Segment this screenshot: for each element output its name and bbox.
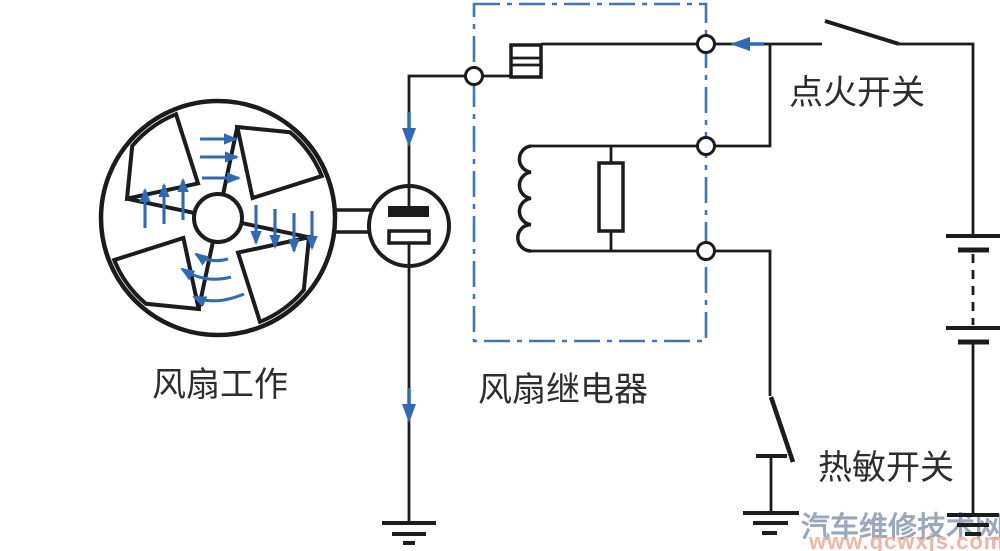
ground-symbol-motor: [382, 521, 436, 545]
relay-coil-symbol: [516, 144, 532, 253]
current-flow-arrows: [402, 37, 764, 423]
label-fan-relay: 风扇继电器: [478, 371, 648, 409]
watermark-site-url: www.qcwxjs.com: [809, 529, 1000, 551]
current-arrow-motor-to-ground: [402, 388, 416, 423]
relay-enclosure-box: [472, 2, 708, 343]
label-fan-working: 风扇工作: [152, 366, 288, 404]
relay-contact-symbol: [509, 43, 543, 79]
thermal-switch-symbol: [756, 396, 796, 463]
relay-terminals: [464, 34, 716, 261]
relay-terminal-left: [464, 66, 484, 86]
relay-terminal-mid-right: [696, 136, 716, 156]
relay-terminal-bottom-right: [696, 241, 716, 261]
ground-symbol-battery: [947, 513, 999, 536]
watermark-site-name: 汽车维修技术网: [801, 512, 1000, 544]
fan-symbol: [98, 98, 338, 338]
label-thermal-switch: 热敏开关: [818, 449, 954, 487]
fan-shaft: [334, 208, 371, 234]
label-ignition-switch: 点火开关: [789, 74, 925, 112]
relay-resistor-symbol: [597, 161, 625, 233]
relay-terminal-top-right: [696, 34, 716, 54]
current-arrow-into-relay: [730, 37, 764, 51]
fan-rotation-arrows: [139, 133, 318, 308]
ground-symbol-thermal-switch: [743, 511, 799, 535]
ignition-switch-symbol: [824, 19, 900, 46]
battery-symbol: [946, 234, 1000, 345]
current-arrow-into-motor: [402, 112, 416, 147]
